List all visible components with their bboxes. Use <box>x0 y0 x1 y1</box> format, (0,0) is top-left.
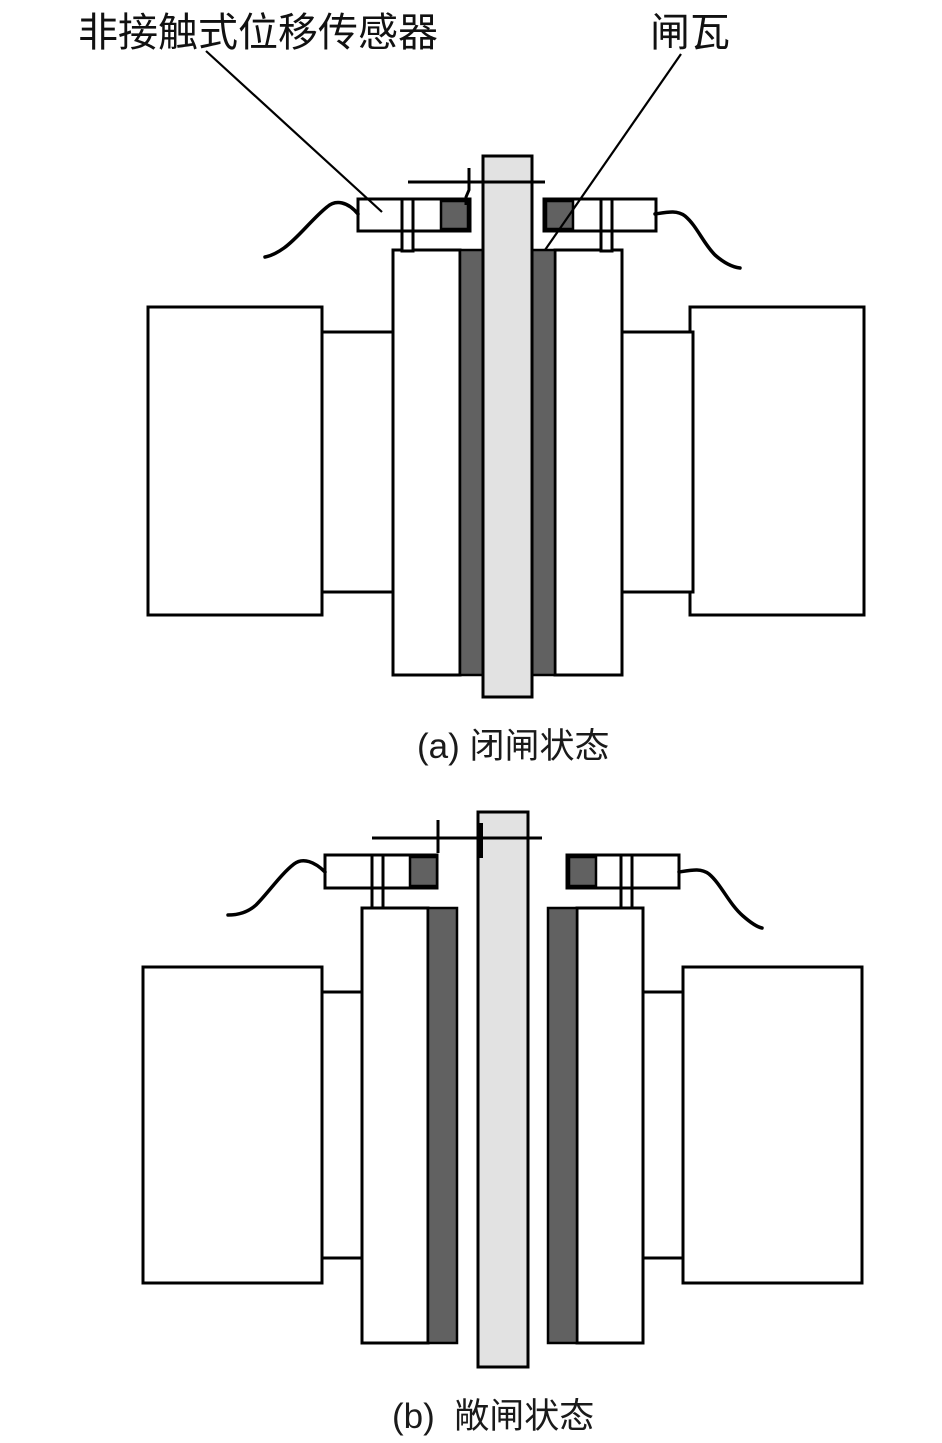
brake-shoe-left-b <box>426 906 459 1345</box>
diagram-a-closed: 非接触式位移传感器 闸瓦 (a) 闭闸状态 <box>78 10 866 766</box>
diagram-b-open: (b) 敞闸状态 <box>141 810 864 1436</box>
brake-arm-right-b <box>575 906 645 1345</box>
sensor-target-right-a <box>544 199 575 231</box>
sensor-target-left-b <box>408 855 439 888</box>
sensor-stem-left-b <box>370 886 385 910</box>
sensor-cable-right-b <box>677 868 764 930</box>
connector-right-b <box>641 990 685 1260</box>
sensor-stem-left-a <box>400 229 415 253</box>
connector-right-a <box>620 330 695 594</box>
reference-tick-a <box>464 168 471 205</box>
drive-block-left-a <box>146 305 324 617</box>
caption-b: (b) 敞闸状态 <box>392 1397 594 1436</box>
brake-shoe-right-a <box>530 248 557 677</box>
connector-left-a <box>320 330 395 594</box>
sensor-target-left-a <box>439 199 470 231</box>
caption-a: (a) 闭闸状态 <box>417 727 610 766</box>
leader-line-brake-shoe <box>544 53 682 251</box>
brake-arm-right-a <box>553 248 624 677</box>
sensor-cable-left-b <box>226 859 327 917</box>
sensor-cable-right-a <box>653 210 742 270</box>
drive-block-right-b <box>681 965 864 1285</box>
brake-shoe-label: 闸瓦 <box>650 10 730 55</box>
brake-disc-a <box>481 154 534 699</box>
sensor-cable-left-a <box>263 200 360 259</box>
leader-line-sensor <box>205 50 383 213</box>
brake-shoe-left-a <box>458 248 485 677</box>
brake-arm-left-a <box>391 248 462 677</box>
brake-shoe-right-b <box>546 906 579 1345</box>
sensor-stem-right-b <box>619 886 634 910</box>
sensor-target-right-b <box>567 855 598 888</box>
connector-left-b <box>320 990 364 1260</box>
brake-disc-b <box>476 810 530 1369</box>
sensor-label: 非接触式位移传感器 <box>78 10 438 55</box>
drive-block-left-b <box>141 965 324 1285</box>
brake-arm-left-b <box>360 906 430 1345</box>
sensor-stem-right-a <box>599 229 614 253</box>
drive-block-right-a <box>688 305 866 617</box>
